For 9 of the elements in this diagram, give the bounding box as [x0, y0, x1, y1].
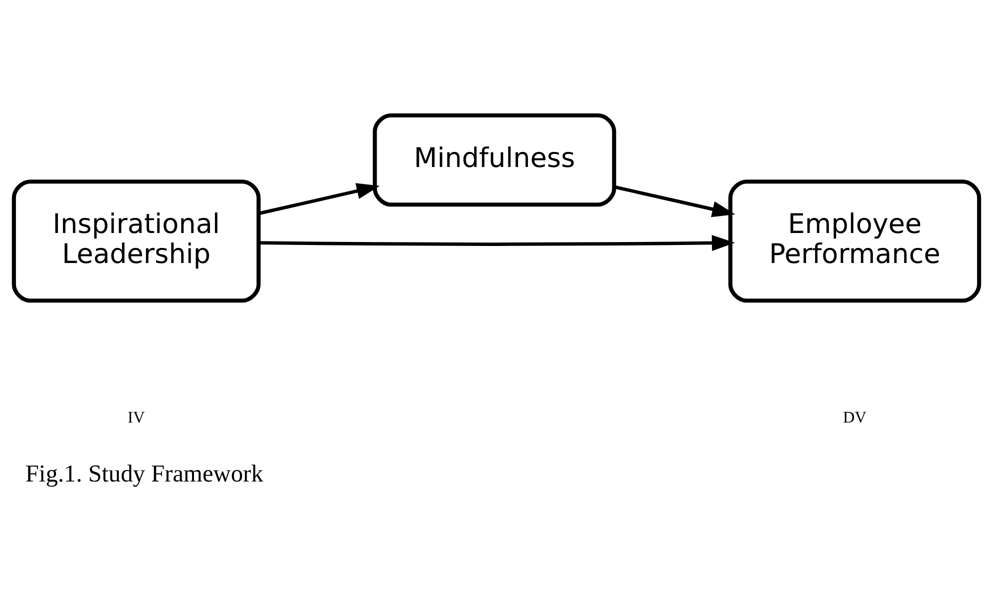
label: IV: [128, 408, 145, 426]
node-box: Inspirational Leadership: [12, 180, 261, 303]
arrow: [258, 234, 735, 252]
arrow: [614, 185, 736, 218]
caption: Fig.1. Study Framework: [25, 460, 264, 488]
arrow: [258, 183, 380, 216]
label: DV: [843, 408, 866, 426]
node-box: Mindfulness: [372, 113, 616, 207]
node-box: Employee Performance: [728, 180, 982, 303]
